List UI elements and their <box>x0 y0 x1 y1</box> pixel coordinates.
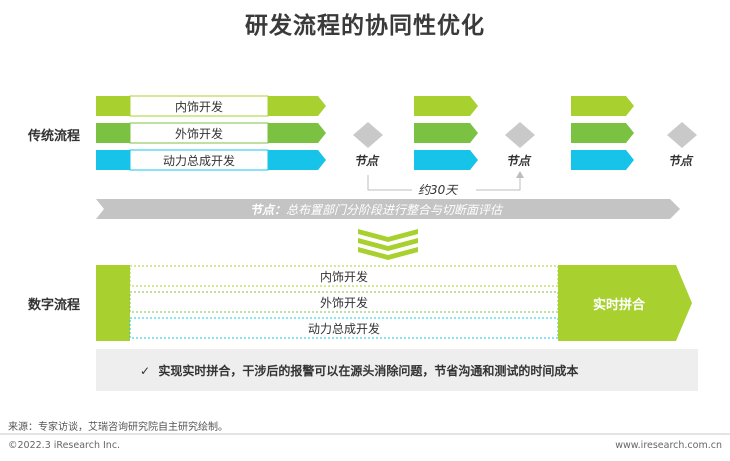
digital-bar3-label: 动力总成开发 <box>307 322 380 336</box>
node-diamond-3 <box>667 122 697 148</box>
trad-bar1-label: 内饰开发 <box>174 100 223 114</box>
node-label-3: 节点 <box>668 154 693 168</box>
duration-bracket-right <box>476 175 521 191</box>
source-note: 来源：专家访谈，艾瑞咨询研究院自主研究绘制。 <box>8 422 228 433</box>
summary-box <box>96 349 698 391</box>
node-banner-text: 节点：总布置部门分阶段进行整合与切断面评估 <box>250 201 502 218</box>
merge-label: 实时拼合 <box>592 298 645 313</box>
node-banner-desc: 总布置部门分阶段进行整合与切断面评估 <box>286 203 503 217</box>
down-chevron-2 <box>358 238 418 251</box>
summary-text: 实现实时拼合，干涉后的报警可以在源头消除问题，节省沟通和测试的时间成本 <box>158 364 579 378</box>
summary-line: ✓ 实现实时拼合，干涉后的报警可以在源头消除问题，节省沟通和测试的时间成本 <box>140 362 578 379</box>
down-chevron-3 <box>358 247 418 260</box>
node-label-2: 节点 <box>506 154 531 168</box>
trad-bar3-label: 动力总成开发 <box>162 154 235 168</box>
trad-bar1-left-cap <box>96 96 130 116</box>
digital-bar2-label: 外饰开发 <box>319 296 368 310</box>
trad-bar3-arrow <box>268 150 326 170</box>
duration-bracket-arrowhead <box>516 171 524 178</box>
down-chevron-1 <box>358 229 418 242</box>
website: www.iresearch.com.cn <box>615 440 722 451</box>
trad-col2-arrow1 <box>414 96 478 116</box>
digital-bar1-label: 内饰开发 <box>319 270 368 284</box>
trad-col3-arrow1 <box>571 96 634 116</box>
merge-arrow <box>558 265 692 341</box>
node-label-1: 节点 <box>354 154 379 168</box>
check-icon: ✓ <box>140 364 151 378</box>
trad-bar2-left-cap <box>96 123 130 143</box>
trad-col2-arrow2 <box>414 123 478 143</box>
node-banner-prefix: 节点： <box>250 203 287 217</box>
traditional-process-label: 传统流程 <box>28 129 81 144</box>
trad-col2-arrow3 <box>414 150 478 170</box>
trad-bar2-arrow <box>268 123 326 143</box>
trad-bar1-arrow <box>268 96 326 116</box>
node-banner-arrow <box>96 199 680 219</box>
node-diamond-1 <box>353 122 383 148</box>
duration-label: 约30天 <box>418 183 458 197</box>
page-title: 研发流程的协同性优化 <box>245 13 485 39</box>
node-diamond-2 <box>505 122 535 148</box>
digital-process-label: 数字流程 <box>28 298 81 313</box>
trad-col3-arrow3 <box>571 150 634 170</box>
trad-bar2-label: 外饰开发 <box>174 127 223 141</box>
duration-bracket-left <box>367 175 412 191</box>
trad-bar3-left-cap <box>96 150 130 170</box>
copyright: ©2022.3 iResearch Inc. <box>8 440 121 451</box>
trad-col3-arrow2 <box>571 123 634 143</box>
digital-left-cap <box>96 265 130 341</box>
